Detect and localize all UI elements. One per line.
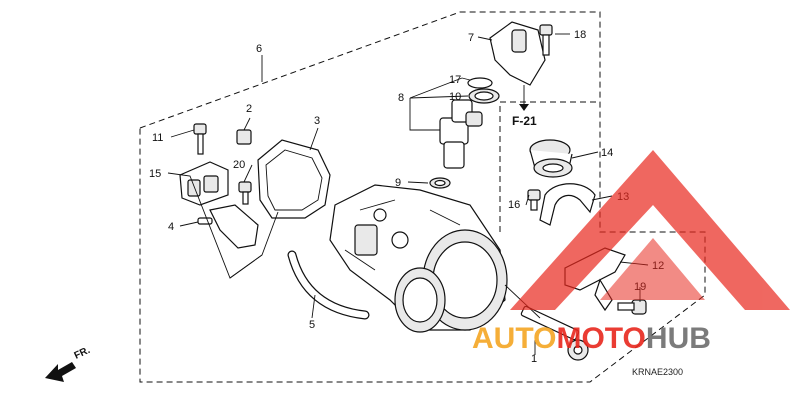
watermark-logo: AUTOMOTOHUB [472, 150, 790, 355]
callout-15: 15 [149, 168, 161, 180]
throttle-body [329, 184, 508, 333]
o-ring-9 [429, 177, 451, 189]
callout-11: 11 [152, 132, 163, 144]
callout-17: 17 [449, 74, 461, 86]
bolt-11 [193, 123, 207, 155]
fuel-injector [439, 99, 483, 169]
reference-label: F-21 [512, 114, 537, 128]
callout-14: 14 [601, 147, 613, 159]
band-13 [539, 183, 596, 226]
leader-lines [167, 33, 649, 355]
callout-18: 18 [574, 29, 586, 41]
callout-5: 5 [309, 319, 315, 331]
front-label: FR. [73, 345, 92, 362]
bolt-16 [527, 189, 541, 211]
callout-7: 7 [468, 32, 474, 44]
front-arrow: FR. [45, 345, 92, 382]
sensor-bracket [197, 204, 259, 249]
callout-9: 9 [395, 177, 401, 189]
idle-screw [520, 305, 589, 361]
callout-20: 20 [233, 159, 245, 171]
watermark-text: AUTOMOTOHUB [472, 322, 711, 355]
seal-10 [468, 88, 500, 104]
callout-2: 2 [246, 103, 252, 115]
sensor-cover [257, 139, 331, 219]
diagram-code: KRNAE2300 [632, 367, 683, 377]
subgroup-outline [499, 101, 600, 232]
callout-3: 3 [314, 115, 320, 127]
screw-20 [238, 181, 252, 205]
nut-2 [236, 129, 252, 145]
insulator-14 [529, 139, 573, 178]
callout-4: 4 [168, 221, 174, 233]
seal-17 [467, 77, 493, 89]
callout-10: 10 [449, 91, 461, 103]
throttle-position-sensor [179, 161, 229, 206]
bolt-18 [539, 24, 553, 56]
callout-1: 1 [531, 353, 537, 365]
callout-16: 16 [508, 199, 520, 211]
injector-joint [489, 21, 546, 86]
callout-6: 6 [256, 43, 262, 55]
callout-8: 8 [398, 92, 404, 104]
bolt-19 [617, 299, 647, 315]
